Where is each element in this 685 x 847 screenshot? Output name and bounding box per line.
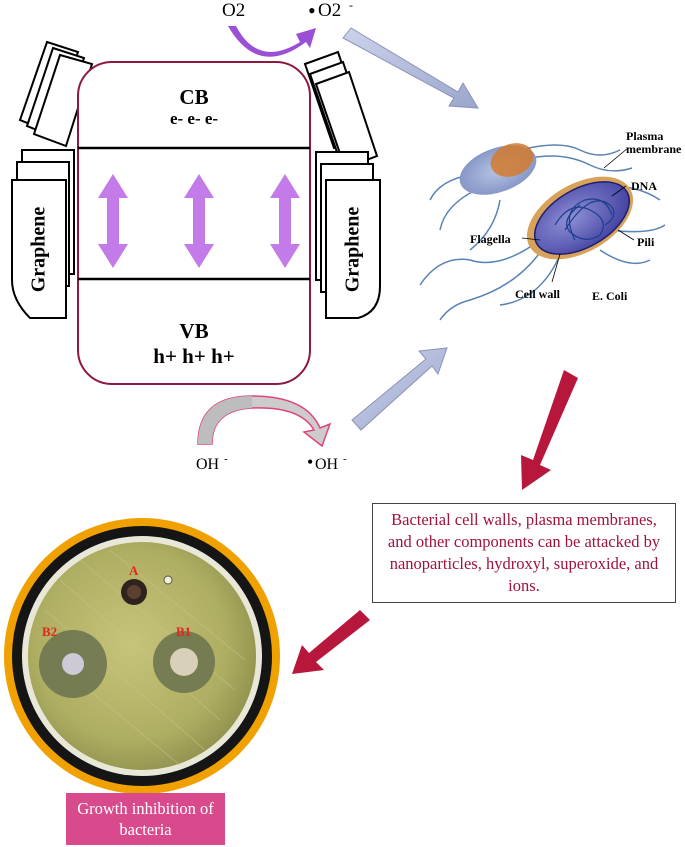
well-b2-label: B2: [42, 624, 58, 639]
well-a-label: A: [129, 563, 139, 578]
bandgap-double-arrow-middle: [184, 174, 214, 268]
graphene-sheet-right-middle: [315, 151, 381, 319]
flagella-label: Flagella: [470, 232, 511, 246]
petri-dish: [4, 518, 280, 794]
o2-reduction-arrow: [228, 26, 316, 57]
ecoli-label: E. Coli: [592, 289, 628, 303]
graphene-sheet-left-top: [18, 40, 94, 148]
pili-label: Pili: [637, 235, 655, 249]
hydroxyl-radical-dot: •: [307, 452, 314, 472]
cell-wall-label: Cell wall: [515, 287, 560, 301]
growth-inhibition-box: Growth inhibition of bacteria: [66, 793, 225, 845]
bandgap-double-arrow-right: [270, 174, 300, 268]
well-b2: [62, 653, 84, 675]
growth-inhibition-text: Growth inhibition of bacteria: [77, 799, 214, 839]
graphene-right-label: Graphene: [341, 206, 364, 293]
cb-label: CB: [179, 85, 209, 109]
graphene-left-label: Graphene: [27, 206, 50, 293]
hydroxyl-to-bacteria-arrow: [351, 347, 448, 431]
mechanism-to-dish-arrow: [292, 610, 370, 674]
hydroxide-label: OH: [196, 456, 220, 473]
vb-holes-label: h+ h+ h+: [153, 344, 235, 368]
oxygen-label: O2: [222, 0, 246, 21]
graphene-sheet-right-top: [303, 50, 379, 170]
bacterium-illustration: [419, 143, 666, 321]
graphene-sheet-left-middle: [11, 149, 75, 319]
superoxide-charge: -: [349, 0, 353, 12]
dna-label: DNA: [631, 179, 657, 193]
plasma-membrane-label: Plasma membrane: [626, 129, 682, 156]
superoxide-label: O2: [318, 0, 342, 21]
superoxide-to-bacteria-arrow: [342, 27, 479, 109]
oh-arrow-tail: [198, 396, 252, 444]
superoxide-radical-dot: •: [308, 0, 316, 23]
mechanism-text: Bacterial cell walls, plasma membranes, …: [387, 510, 661, 595]
hydroxyl-charge: -: [343, 453, 347, 465]
hydroxide-charge: -: [224, 453, 228, 465]
hydroxyl-label: OH: [315, 456, 339, 473]
bandgap-double-arrow-left: [98, 174, 128, 268]
vb-label: VB: [179, 319, 209, 343]
well-b1: [170, 648, 198, 676]
cb-electrons-label: e- e- e-: [169, 109, 219, 128]
well-b1-label: B1: [176, 624, 192, 639]
mechanism-text-box: Bacterial cell walls, plasma membranes, …: [372, 503, 676, 603]
bacteria-to-mechanism-arrow: [521, 370, 578, 490]
